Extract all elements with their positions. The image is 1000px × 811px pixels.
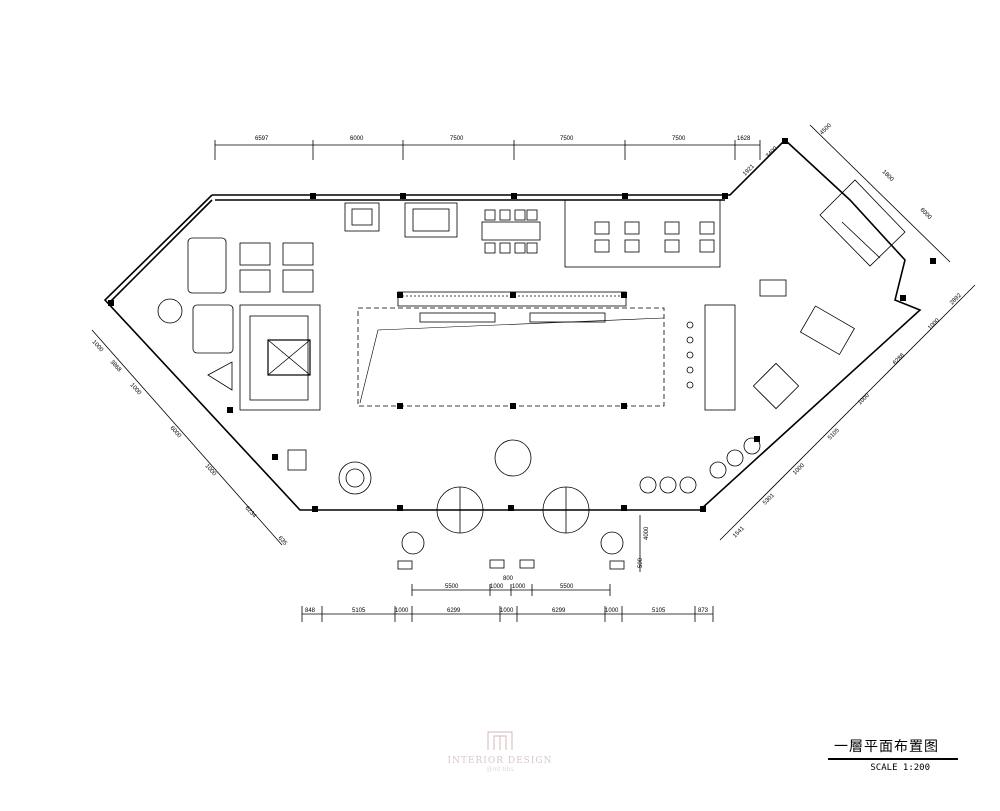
entrance-rotundas — [436, 486, 590, 534]
dim-entrance-2: 1000 — [490, 584, 504, 590]
dim-entrance-1: 5500 — [445, 584, 459, 590]
dim-right-6: 1000 — [792, 462, 806, 476]
dim-entrance-center: 800 — [503, 576, 514, 582]
dim-right-2: 1000 — [927, 317, 941, 331]
dim-right-4: 1000 — [857, 392, 871, 406]
dim-bottom-5: 1000 — [500, 608, 514, 614]
drawing-title: 一層平面布置图 — [834, 739, 939, 755]
dim-bottom-9: 873 — [698, 608, 709, 614]
staircase-right — [819, 179, 906, 267]
dim-bottom-8: 5105 — [652, 608, 666, 614]
dim-topright-5: 6000 — [919, 207, 933, 221]
dim-bottom-1: 848 — [305, 608, 316, 614]
dim-top-4: 7500 — [560, 136, 574, 142]
dim-bottom-6: 6299 — [552, 608, 566, 614]
central-atrium — [357, 307, 665, 407]
dim-entrance-3: 1000 — [512, 584, 526, 590]
office-area — [564, 199, 721, 268]
meeting-table — [481, 209, 541, 254]
dim-top-5: 7500 — [672, 136, 686, 142]
building-outline — [103, 138, 922, 511]
dim-right-3: 6288 — [892, 352, 906, 366]
dim-entrance-small: 500 — [638, 557, 644, 568]
dim-left-7: 635 — [277, 535, 289, 547]
top-dimension-chain — [214, 140, 761, 160]
dim-bottom-3: 1000 — [395, 608, 409, 614]
showroom-booths-top — [344, 202, 458, 238]
title-underline — [828, 758, 958, 760]
dim-bottom-4: 6299 — [447, 608, 461, 614]
dim-entrance-depth: 4000 — [644, 526, 650, 540]
dim-bottom-2: 5105 — [352, 608, 366, 614]
dim-right-7: 5301 — [762, 492, 776, 506]
dim-right-8: 1541 — [732, 525, 746, 539]
dim-topright-4: 1800 — [881, 169, 895, 183]
watermark-logo-icon — [487, 731, 513, 750]
display-units-left — [157, 237, 372, 495]
watermark-subtext: @mt-bbs — [486, 766, 514, 773]
entrance-planters — [397, 531, 625, 570]
entrance-dimension-chain — [411, 515, 641, 596]
dim-right-5: 5105 — [827, 427, 841, 441]
dim-top-1: 6597 — [255, 136, 269, 142]
title-block: 一層平面布置图 SCALE 1:200 — [828, 736, 958, 773]
watermark: INTERIOR DESIGN @mt-bbs — [440, 728, 560, 773]
drawing-scale: SCALE 1:200 — [870, 763, 930, 773]
dim-left-5: 1000 — [204, 463, 218, 477]
display-units-right — [494, 279, 855, 494]
dim-left-6: 6234 — [244, 505, 258, 519]
watermark-text: INTERIOR DESIGN — [447, 756, 553, 766]
dim-bottom-7: 1000 — [605, 608, 619, 614]
dim-left-4: 6000 — [169, 425, 183, 439]
dim-top-2: 6000 — [350, 136, 364, 142]
right-dimension-chain — [719, 124, 976, 541]
dim-top-3: 7500 — [450, 136, 464, 142]
dim-top-6: 1628 — [737, 136, 751, 142]
bottom-dimension-chain — [301, 606, 714, 622]
structural-columns — [108, 138, 936, 512]
dim-topright-1: 4500 — [819, 122, 833, 136]
staircase-left — [239, 304, 321, 411]
left-dimension-chain — [91, 329, 283, 546]
dim-entrance-4: 5500 — [560, 584, 574, 590]
